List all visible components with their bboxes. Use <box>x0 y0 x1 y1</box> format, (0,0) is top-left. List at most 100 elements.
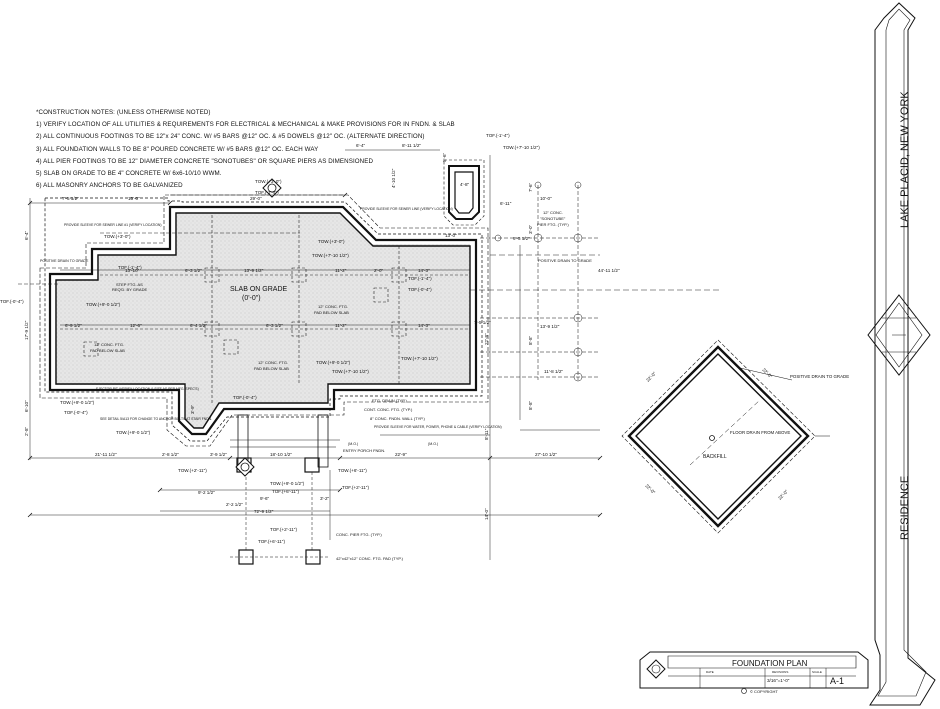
dim-text: 3'-9 1/2" <box>210 452 227 457</box>
dim-text: 5'-6" <box>442 152 447 162</box>
pier-footing <box>534 181 542 189</box>
sheet-title: FOUNDATION PLAN <box>732 659 808 668</box>
note-sonotube: 12" CONC. <box>543 210 563 215</box>
dim-text: 13'-0" <box>445 233 457 238</box>
note-positive-drain: POSITIVE DRAIN TO GRADE <box>790 374 849 379</box>
label-tow: TOW.(+6'-11") <box>338 468 367 473</box>
dim-text: 14'-0" <box>484 508 489 520</box>
scale-value: 3/16"=1'-0" <box>767 678 790 683</box>
note-item: 5) SLAB ON GRADE TO BE 4" CONCRETE W/ 6x… <box>36 170 222 178</box>
dim-text: 7'-5 1/2" <box>62 196 79 201</box>
dim-text: 14'-3" <box>418 268 430 273</box>
dim-text: 21'-11 1/2" <box>95 452 117 457</box>
note-sleeve: PROVIDE SLEEVE FOR SEWER LINE (VERIFY LO… <box>360 207 453 211</box>
dim-text: 6'-3 1/2" <box>266 323 283 328</box>
label-tow: TOW.(+9'-0 1/2") <box>270 481 305 486</box>
dim-text: 10'-0" <box>540 196 552 201</box>
note-entry-porch: ENTRY PORCH FNDN. <box>343 448 385 453</box>
dim-text: 22'-0" <box>777 489 789 501</box>
dim-text: 8'-11" <box>484 428 489 440</box>
label-tow: TOW.(+2'-11") <box>178 468 207 473</box>
interior-footings <box>60 215 470 403</box>
sonotube-piers <box>480 181 600 382</box>
note-cont-ftg: CONT. CONC. FTG. (TYP.) <box>364 407 413 412</box>
copyright-text: © COPYRIGHT <box>750 689 778 694</box>
label-tof: TOF.(-1'-4") <box>118 265 142 270</box>
note-step-ftg: REQ'D. BY GRADE <box>112 287 147 292</box>
title-label-scale: SCALE <box>812 670 822 674</box>
dim-text: 22'-0" <box>644 483 656 495</box>
dim-text: 7'-5 1/2" <box>474 320 491 325</box>
dim-text: 29'-0" <box>250 196 262 201</box>
foundation-wall-outer <box>48 205 478 436</box>
label-tof: TOF.(+2'-11") <box>342 485 369 490</box>
dim-text: 17'-9 1/2" <box>24 320 29 340</box>
dim-text: 2'-8" <box>24 426 29 436</box>
dim-text: 6'-3 1/2" <box>185 268 202 273</box>
note-detail: SEE DETAIL 5/A13 FOR CHANGE TO ANCHOR BO… <box>100 417 212 421</box>
label-tof: TOF.(-1'-4") <box>255 190 279 195</box>
dim-text: 72'-9 1/2" <box>254 509 274 514</box>
label-tow: TOW.(+3'-0") <box>318 239 345 244</box>
note-conc-pier: CONC. PIER FTG. (TYP.) <box>336 532 382 537</box>
dim-text: 2'-2 1/2" <box>226 502 243 507</box>
note-mo: (M.O.) <box>348 442 358 446</box>
construction-notes: *CONSTRUCTION NOTES: (UNLESS OTHERWISE N… <box>36 107 455 192</box>
note-fndn-wall: 8" CONC. FNDN. WALL (TYP.) <box>370 416 426 421</box>
note-ftg-pad: PAD BELOW SLAB <box>314 310 349 315</box>
dim-text: 4'-10 1/2" <box>391 168 396 188</box>
garage-foundation <box>621 339 830 534</box>
dimension-ticks <box>27 192 603 518</box>
dim-text: 11'-2" <box>335 323 347 328</box>
note-ftg-pad: PAD BELOW SLAB <box>254 366 289 371</box>
dim-text: 22'-9" <box>395 452 407 457</box>
note-sonotube: PIER FTG. (TYP.) <box>537 222 569 227</box>
dim-text: 8'-8" <box>528 400 533 410</box>
dim-text: 13'-9 1/2" <box>540 324 560 329</box>
title-block-border <box>639 2 936 706</box>
dim-text: 3'-0" <box>528 224 533 234</box>
footing-pad <box>373 287 389 303</box>
sheet-number: A-1 <box>830 676 844 686</box>
dim-text: 6'-11" <box>500 201 512 206</box>
dim-text: 22'-0" <box>645 371 657 383</box>
dim-text: 3'-2" <box>320 496 330 501</box>
note-sonotube: "SONOTUBE" <box>540 216 566 221</box>
label-tow: TOW.(+7'-10 1/2") <box>312 253 349 258</box>
slab-title: SLAB ON GRADE <box>230 286 288 293</box>
dim-text: 2'-0" <box>374 268 384 273</box>
note-ftg-pad: PAD BELOW SLAB <box>90 348 125 353</box>
project-name: RESIDENCE <box>899 476 911 540</box>
dim-text: 15'-0" <box>128 196 140 201</box>
dim-text: 6'-4" <box>356 143 366 148</box>
dim-text: 9'-6" <box>260 496 270 501</box>
footing-pad <box>391 267 407 283</box>
dim-text: 9'-5 1/2" <box>513 236 530 241</box>
pier-footing <box>573 347 583 357</box>
copyright-icon <box>741 688 747 694</box>
label-tow: TOW.(+7'-10 1/2") <box>401 356 438 361</box>
label-tof: TOF.(-0'-4") <box>64 410 88 415</box>
dim-text: 8'-8" <box>528 335 533 345</box>
dim-text: 7'-6" <box>528 182 533 192</box>
dim-text: 27'-10 1/2" <box>535 452 557 457</box>
footing-pad <box>223 339 239 355</box>
label-tow: TOW.(+9'-0 1/2") <box>60 400 95 405</box>
note-item: 1) VERIFY LOCATION OF ALL UTILITIES & RE… <box>36 121 455 129</box>
note-item: 6) ALL MASONRY ANCHORS TO BE GALVANIZED <box>36 182 183 190</box>
pier-footing <box>574 181 582 189</box>
note-ftg-drain: FTG. DRAIN (TYP.) <box>372 398 407 403</box>
label-tow: TOW.(+3'-0") <box>104 234 131 239</box>
chimney-footing <box>443 159 485 226</box>
note-sleeve-water: PROVIDE SLEEVE FOR WATER, POWER, PHONE &… <box>374 425 502 429</box>
pier-pad <box>304 457 320 473</box>
label-tof: TOF.(-0'-4") <box>408 287 432 292</box>
label-tow: TOW.(+9'-0 1/2") <box>86 302 121 307</box>
label-tof: TOF.(-0'-4") <box>233 395 257 400</box>
note-positive-drain: POSITIVE DRAIN TO GRADE <box>40 259 89 263</box>
label-tof: TOF.(+6'-11") <box>258 539 285 544</box>
dim-text: 2'-8 1/2" <box>162 452 179 457</box>
note-backfill: BACKFILL <box>703 454 727 460</box>
